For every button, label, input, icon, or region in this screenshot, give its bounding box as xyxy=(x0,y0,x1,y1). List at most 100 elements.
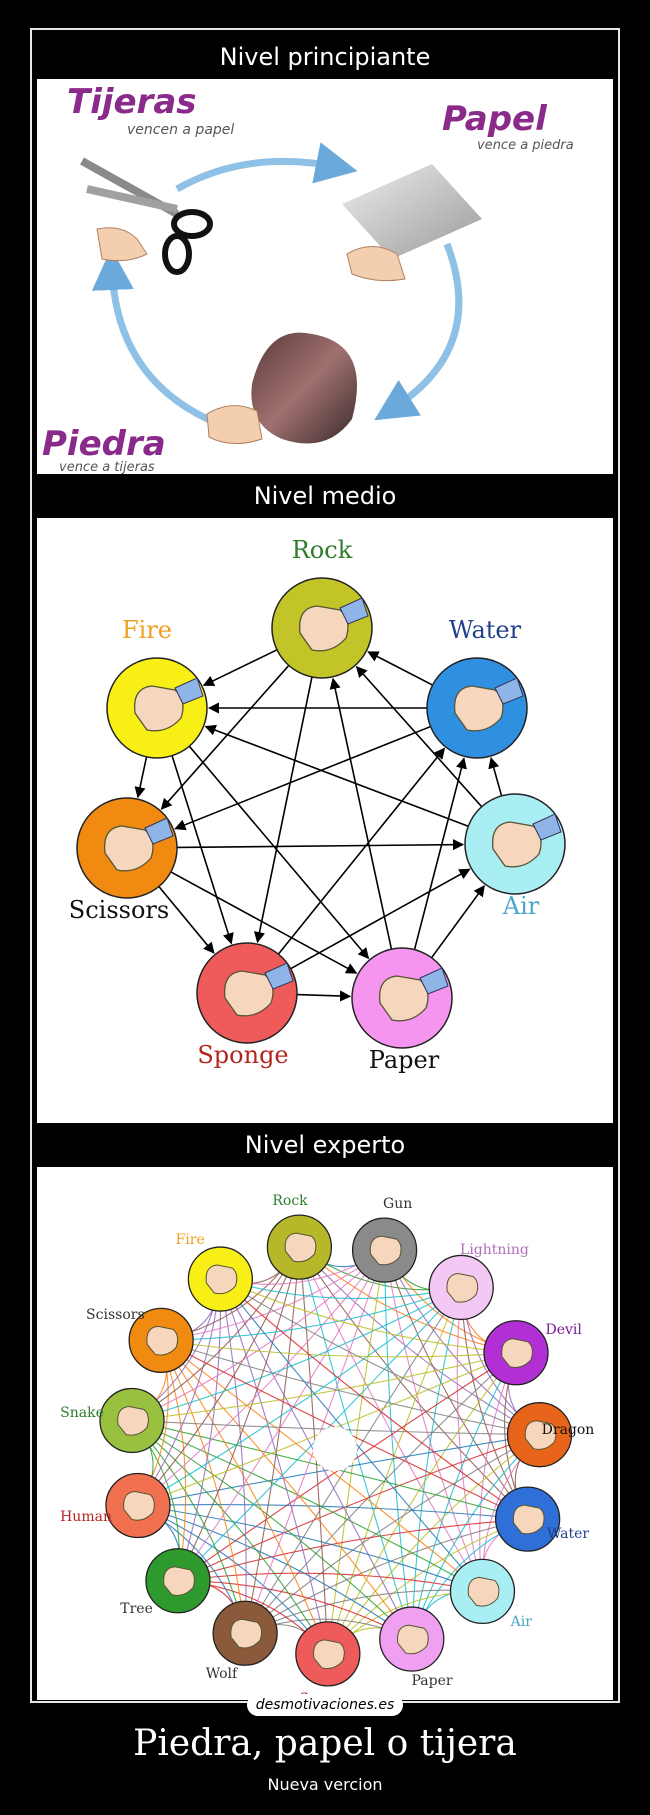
expert-label-wolf: Wolf xyxy=(205,1665,238,1682)
expert-edge-sponge-to-fire xyxy=(219,1278,329,1654)
watermark[interactable]: desmotivaciones.es xyxy=(247,1694,403,1716)
level-bar-beginner: Nivel principiante xyxy=(37,35,613,79)
arrow-rock-to-scissors xyxy=(91,248,234,433)
piedra-label: Piedra xyxy=(42,424,166,464)
expert-edge-devil-to-wolf xyxy=(244,1352,517,1634)
expert-node-snake xyxy=(99,1387,165,1454)
expert-edge-paper-to-scissors xyxy=(160,1339,413,1640)
expert-diagram xyxy=(99,1214,573,1687)
medium-edge-paper-to-air xyxy=(430,885,485,959)
hand-icon xyxy=(230,1618,263,1649)
poster-frame: Nivel principiante xyxy=(30,28,620,1703)
medium-node-scissors xyxy=(76,797,178,899)
medium-edge-water-to-rock xyxy=(367,651,433,686)
expert-node-human xyxy=(105,1472,171,1539)
expert-center-hole xyxy=(313,1427,357,1471)
expert-edge-scissors-to-lightning xyxy=(161,1286,462,1341)
hand-icon xyxy=(369,1235,402,1266)
expert-label-fire: Fire xyxy=(175,1231,205,1248)
medium-edge-water-to-scissors xyxy=(174,725,431,831)
medium-edge-air-to-rock xyxy=(355,665,483,808)
expert-label-water: Water xyxy=(546,1525,590,1542)
medium-edge-scissors-to-paper xyxy=(170,871,358,974)
expert-node-dragon xyxy=(506,1402,573,1468)
medium-edge-air-to-water xyxy=(488,757,503,797)
expert-edge-human-to-lightning xyxy=(137,1287,462,1506)
tijeras-label: Tijeras xyxy=(67,82,197,122)
expert-label-human: Human xyxy=(60,1509,112,1526)
rock-icon xyxy=(206,332,357,444)
expert-edge-air-to-wolf xyxy=(244,1589,483,1634)
expert-label-paper: Paper xyxy=(411,1672,453,1689)
medium-label-fire: Fire xyxy=(121,616,172,644)
medium-edge-scissors-to-sponge xyxy=(158,886,215,954)
caption-subtitle: Nueva vercion xyxy=(267,1775,383,1794)
medium-label-air: Air xyxy=(502,892,540,920)
medium-label-paper: Paper xyxy=(368,1046,440,1074)
hand-icon xyxy=(123,1491,155,1521)
expert-edge-lightning-to-paper xyxy=(411,1287,462,1640)
hand-icon xyxy=(284,1232,317,1263)
expert-label-tree: Tree xyxy=(120,1601,153,1618)
papel-label: Papel xyxy=(442,99,547,139)
expert-node-lightning xyxy=(428,1254,494,1321)
expert-edge-snake-to-gun xyxy=(131,1249,385,1421)
medium-node-sponge xyxy=(196,942,298,1044)
expert-edge-lightning-to-sponge xyxy=(327,1287,462,1655)
expert-edge-air-to-human xyxy=(137,1504,483,1592)
hand-icon xyxy=(205,1264,238,1295)
medium-edge-paper-to-rock xyxy=(329,677,393,950)
expert-node-tree xyxy=(145,1548,211,1614)
hand-icon xyxy=(117,1405,149,1436)
expert-edge-scissors-to-devil xyxy=(161,1339,517,1358)
expert-edge-tree-to-gun xyxy=(177,1249,386,1582)
medium-edge-fire-to-scissors xyxy=(134,756,148,799)
expert-edge-gun-to-paper xyxy=(384,1250,413,1640)
expert-edge-snake-to-lightning xyxy=(131,1286,462,1421)
expert-edge-rock-to-water xyxy=(298,1246,529,1520)
level-bar-medium: Nivel medio xyxy=(37,474,613,518)
expert-node-paper xyxy=(379,1606,445,1672)
expert-edge-dragon-to-wolf xyxy=(244,1434,540,1634)
medium-edge-sponge-to-paper xyxy=(296,990,352,1002)
expert-label-dragon: Dragon xyxy=(541,1422,595,1439)
expert-edge-human-to-gun xyxy=(137,1249,386,1506)
arrow-scissors-to-paper xyxy=(175,142,358,193)
expert-edge-fire-to-devil xyxy=(220,1278,517,1354)
medium-label-sponge: Sponge xyxy=(197,1041,289,1069)
expert-edge-air-to-snake xyxy=(131,1419,483,1592)
expert-edge-dragon-to-tree xyxy=(177,1434,540,1582)
tijeras-desc: vencen a papel xyxy=(127,122,235,138)
medium-node-air xyxy=(464,793,566,895)
medium-edge-rock-to-sponge xyxy=(254,676,313,944)
expert-node-gun xyxy=(351,1217,418,1283)
medium-edge-paper-to-water xyxy=(413,757,467,950)
hand-icon xyxy=(163,1566,195,1596)
medium-diagram xyxy=(76,577,566,1049)
expert-label-scissors: Scissors xyxy=(86,1306,145,1323)
expert-edge-gun-to-air xyxy=(384,1249,483,1592)
expert-node-wolf xyxy=(212,1600,278,1666)
arrow-paper-to-rock xyxy=(374,242,463,421)
beginner-diagram xyxy=(80,142,482,444)
medium-label-rock: Rock xyxy=(291,536,353,564)
caption-title: Piedra, papel o tijera xyxy=(133,1723,517,1764)
medium-edge-rock-to-scissors xyxy=(160,664,290,810)
expert-edge-tree-to-rock xyxy=(177,1246,300,1582)
expert-node-air xyxy=(449,1558,516,1625)
level-bar-expert: Nivel experto xyxy=(37,1123,613,1167)
beginner-panel: Tijeras vencen a papel Papel vence a pie… xyxy=(37,79,613,474)
medium-label-scissors: Scissors xyxy=(68,896,170,924)
expert-edge-devil-to-sponge xyxy=(327,1352,517,1655)
expert-node-scissors xyxy=(128,1307,194,1374)
expert-edge-sponge-to-scissors xyxy=(160,1340,329,1655)
medium-node-rock xyxy=(271,577,373,679)
expert-edge-rock-to-air xyxy=(298,1246,483,1592)
expert-edge-paper-to-snake xyxy=(131,1420,413,1640)
medium-node-water xyxy=(426,657,528,759)
expert-label-rock: Rock xyxy=(272,1192,308,1209)
expert-edge-wolf-to-rock xyxy=(244,1247,300,1634)
hand-icon xyxy=(501,1338,533,1368)
expert-edge-snake-to-devil xyxy=(131,1352,517,1422)
